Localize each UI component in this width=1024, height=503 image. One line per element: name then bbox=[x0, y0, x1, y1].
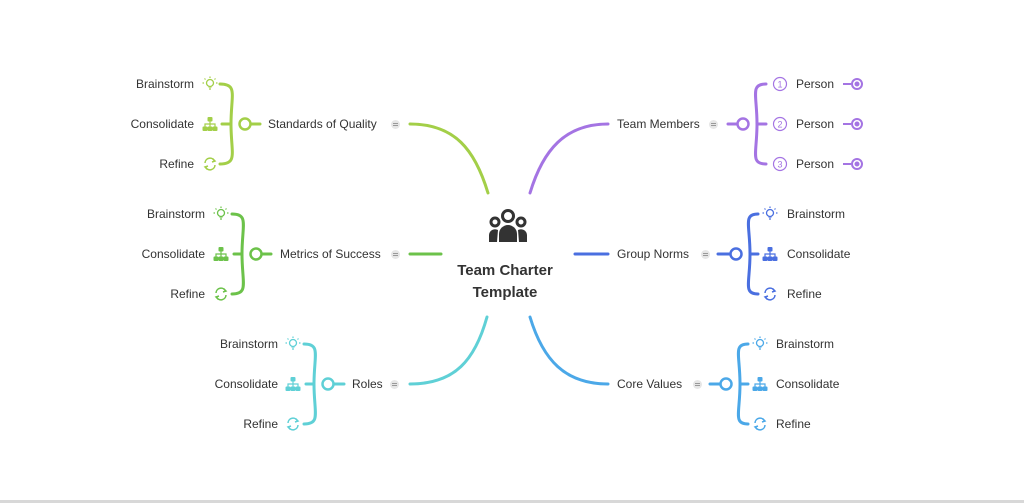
connector-node-core-values[interactable] bbox=[719, 377, 733, 391]
connector-core-values bbox=[708, 342, 750, 426]
hierarchy-icon bbox=[213, 246, 229, 262]
central-topic[interactable]: Team Charter Template bbox=[430, 260, 580, 304]
subtopic-refine[interactable]: Refine bbox=[159, 157, 194, 171]
hierarchy-icon bbox=[285, 376, 301, 392]
branch-line-roles bbox=[408, 315, 489, 386]
refresh-icon bbox=[754, 417, 766, 431]
connector-node-standards[interactable] bbox=[238, 117, 252, 131]
note-icon[interactable] bbox=[390, 380, 399, 389]
subtopic-consolidate[interactable]: Consolidate bbox=[787, 247, 851, 261]
svg-text:2: 2 bbox=[777, 120, 782, 130]
subtopic-consolidate[interactable]: Consolidate bbox=[141, 247, 205, 261]
lightbulb-icon bbox=[201, 75, 219, 90]
number-badge-1: 1 bbox=[772, 76, 788, 92]
subtopic-person[interactable]: Person bbox=[796, 157, 835, 171]
note-icon[interactable] bbox=[701, 250, 710, 259]
subtopic-refine[interactable]: Refine bbox=[170, 287, 205, 301]
subtopic-brainstorm[interactable]: Brainstorm bbox=[787, 207, 846, 221]
refresh-icon bbox=[204, 157, 216, 171]
refresh-icon bbox=[287, 417, 299, 431]
subtopic-brainstorm[interactable]: Brainstorm bbox=[146, 207, 205, 221]
target-link-icon[interactable] bbox=[843, 158, 863, 170]
note-icon[interactable] bbox=[391, 250, 400, 259]
connector-node-roles[interactable] bbox=[321, 377, 335, 391]
subtopic-refine[interactable]: Refine bbox=[776, 417, 811, 431]
subtopic-brainstorm[interactable]: Brainstorm bbox=[219, 337, 278, 351]
subtopic-person[interactable]: Person bbox=[796, 117, 835, 131]
connector-team-members bbox=[726, 82, 768, 166]
lightbulb-icon bbox=[751, 335, 769, 350]
subtopic-person[interactable]: Person bbox=[796, 77, 835, 91]
connector-node-metrics[interactable] bbox=[249, 247, 263, 261]
lightbulb-icon bbox=[212, 205, 230, 220]
lightbulb-icon bbox=[761, 205, 779, 220]
bottom-divider bbox=[0, 500, 1024, 503]
refresh-icon bbox=[764, 287, 776, 301]
topic-standards-of-quality[interactable]: Standards of Quality bbox=[268, 117, 377, 131]
branch-line-standards bbox=[408, 122, 490, 195]
topic-core-values[interactable]: Core Values bbox=[617, 377, 683, 391]
svg-text:1: 1 bbox=[777, 80, 782, 90]
hierarchy-icon bbox=[762, 246, 778, 262]
central-topic-line1: Team Charter bbox=[457, 262, 553, 279]
topic-roles[interactable]: Roles bbox=[352, 377, 383, 391]
branch-line-core-values bbox=[528, 315, 610, 386]
note-icon[interactable] bbox=[709, 120, 718, 129]
number-badge-3: 3 bbox=[772, 156, 788, 172]
refresh-icon bbox=[215, 287, 227, 301]
subtopic-brainstorm[interactable]: Brainstorm bbox=[776, 337, 835, 351]
topic-team-members[interactable]: Team Members bbox=[617, 117, 700, 131]
subtopic-brainstorm[interactable]: Brainstorm bbox=[135, 77, 194, 91]
note-icon[interactable] bbox=[391, 120, 400, 129]
subtopic-consolidate[interactable]: Consolidate bbox=[776, 377, 840, 391]
target-link-icon[interactable] bbox=[843, 118, 863, 130]
subtopic-refine[interactable]: Refine bbox=[787, 287, 822, 301]
topic-group-norms[interactable]: Group Norms bbox=[617, 247, 690, 261]
note-icon[interactable] bbox=[693, 380, 702, 389]
svg-text:3: 3 bbox=[777, 160, 782, 170]
subtopic-refine[interactable]: Refine bbox=[243, 417, 278, 431]
subtopic-consolidate[interactable]: Consolidate bbox=[130, 117, 194, 131]
hierarchy-icon bbox=[752, 376, 768, 392]
target-link-icon[interactable] bbox=[843, 78, 863, 90]
number-badge-2: 2 bbox=[772, 116, 788, 132]
group-of-people-icon bbox=[489, 209, 527, 242]
central-topic-line2: Template bbox=[472, 284, 538, 301]
connector-node-group-norms[interactable] bbox=[729, 247, 743, 261]
connector-node-team-members[interactable] bbox=[736, 117, 750, 131]
lightbulb-icon bbox=[284, 335, 302, 350]
hierarchy-icon bbox=[202, 116, 218, 132]
subtopic-consolidate[interactable]: Consolidate bbox=[214, 377, 278, 391]
branch-line-team-members bbox=[528, 122, 610, 195]
topic-metrics-of-success[interactable]: Metrics of Success bbox=[280, 247, 381, 261]
